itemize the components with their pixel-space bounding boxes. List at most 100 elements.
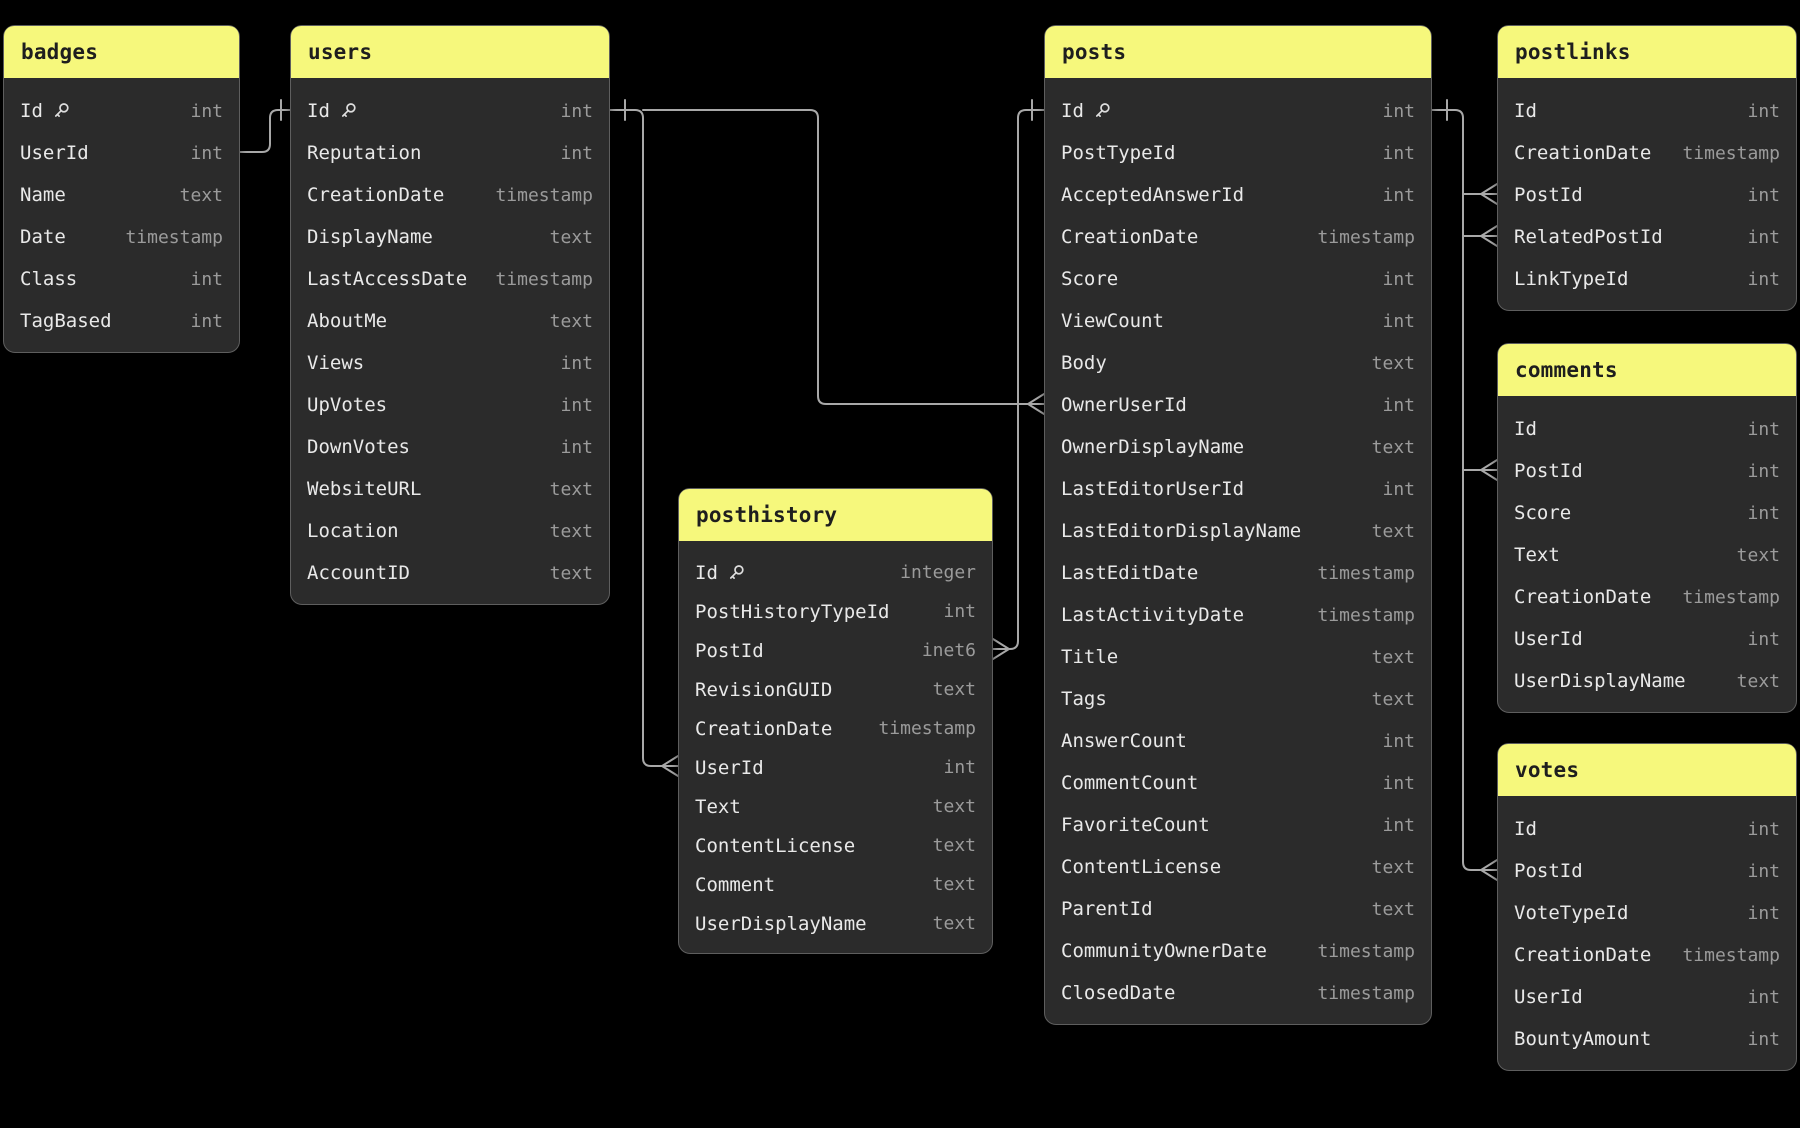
table-row: Views int [291,342,609,384]
table-comments[interactable]: comments Id int PostId int Score int Tex… [1497,343,1797,713]
table-header[interactable]: posthistory [679,489,992,541]
field-type: text [1736,670,1780,692]
table-row: LastEditorDisplayName text [1045,510,1431,552]
field-name: UserDisplayName [695,912,867,935]
table-row: VoteTypeId int [1498,892,1796,934]
relation-users-posthistory[interactable] [609,99,679,777]
table-header[interactable]: comments [1498,344,1796,396]
field-name: AnswerCount [1061,730,1187,752]
table-postlinks[interactable]: postlinks Id int CreationDate timestamp … [1497,25,1797,311]
field-type: int [1747,184,1780,206]
field-type: int [1382,730,1415,752]
field-type: text [549,562,593,584]
table-row: AcceptedAnswerId int [1045,174,1431,216]
table-users[interactable]: users Id int Reputation int CreationDate… [290,25,610,605]
table-row: Title text [1045,636,1431,678]
field-type: text [549,226,593,248]
primary-key-icon [54,103,69,117]
field-name: Id [1514,818,1537,840]
table-row: PostHistoryTypeId int [679,592,992,631]
table-fields: Id int PostTypeId int AcceptedAnswerId i… [1045,78,1431,1024]
field-name: Id [1514,100,1537,122]
table-header[interactable]: votes [1498,744,1796,796]
field-type: text [932,874,976,895]
table-row: Id int [291,90,609,132]
field-type: text [549,520,593,542]
field-name: Id [20,100,71,122]
table-row: OwnerUserId int [1045,384,1431,426]
table-row: Tags text [1045,678,1431,720]
field-name: LastEditorDisplayName [1061,520,1302,542]
relation-posts-comments[interactable] [1462,459,1498,481]
table-header[interactable]: posts [1045,26,1431,78]
field-type: text [179,184,223,206]
field-name: ClosedDate [1061,982,1176,1004]
field-name: Views [307,352,365,374]
field-type: int [1747,502,1780,524]
relation-badges-users[interactable] [239,99,291,153]
field-type: text [932,913,976,934]
field-name: Id [695,562,746,584]
table-row: CreationDate timestamp [1498,576,1796,618]
table-header[interactable]: postlinks [1498,26,1796,78]
field-type: timestamp [1682,142,1780,164]
table-row: RevisionGUID text [679,670,992,709]
field-name: VoteTypeId [1514,902,1629,924]
table-row: DisplayName text [291,216,609,258]
field-name: PostId [695,639,764,662]
field-type: int [1382,142,1415,164]
table-row: AboutMe text [291,300,609,342]
table-row: PostId int [1498,450,1796,492]
field-name: BountyAmount [1514,1028,1652,1050]
relation-users-posts[interactable] [642,109,1045,415]
table-fields: Id integer PostHistoryTypeId int PostId … [679,541,992,953]
relation-posts-posthistory[interactable] [992,99,1045,660]
field-name: PostTypeId [1061,142,1176,164]
table-row: BountyAmount int [1498,1018,1796,1060]
field-type: text [1371,898,1415,920]
field-name: CreationDate [1514,142,1652,164]
table-posthistory[interactable]: posthistory Id integer PostHistoryTypeId… [678,488,993,954]
field-type: int [1382,310,1415,332]
table-row: Id int [4,90,239,132]
field-name: DownVotes [307,436,410,458]
field-type: timestamp [1317,226,1415,248]
table-row: LastActivityDate timestamp [1045,594,1431,636]
table-row: LastAccessDate timestamp [291,258,609,300]
field-name: Location [307,520,399,542]
table-header[interactable]: users [291,26,609,78]
field-name: Score [1514,502,1572,524]
field-type: text [1371,520,1415,542]
field-type: text [1371,856,1415,878]
table-votes[interactable]: votes Id int PostId int VoteTypeId int C… [1497,743,1797,1071]
field-name: Text [695,795,741,818]
table-row: Comment text [679,865,992,904]
field-name: PostId [1514,460,1583,482]
field-name: Title [1061,646,1119,668]
field-type: inet6 [921,640,976,661]
relation-posts-postlinks-relatedpostid[interactable] [1462,225,1498,247]
table-row: CreationDate timestamp [1045,216,1431,258]
field-type: text [932,796,976,817]
field-type: int [1747,268,1780,290]
field-name: ContentLicense [1061,856,1222,878]
field-name: TagBased [20,310,112,332]
field-name: AccountID [307,562,410,584]
table-posts[interactable]: posts Id int PostTypeId int AcceptedAnsw… [1044,25,1432,1025]
field-type: timestamp [1317,982,1415,1004]
field-name: Body [1061,352,1107,374]
field-type: int [1382,772,1415,794]
table-badges[interactable]: badges Id int UserId int Name text Date … [3,25,240,353]
relation-posts-postlinks-postid[interactable] [1462,183,1498,205]
primary-key-icon [341,103,356,117]
table-row: CreationDate timestamp [291,174,609,216]
field-name: RevisionGUID [695,678,833,701]
table-row: Score int [1045,258,1431,300]
table-header[interactable]: badges [4,26,239,78]
relation-posts-votes[interactable] [1430,99,1498,881]
field-name: RelatedPostId [1514,226,1663,248]
field-name: Reputation [307,142,422,164]
field-type: text [549,310,593,332]
